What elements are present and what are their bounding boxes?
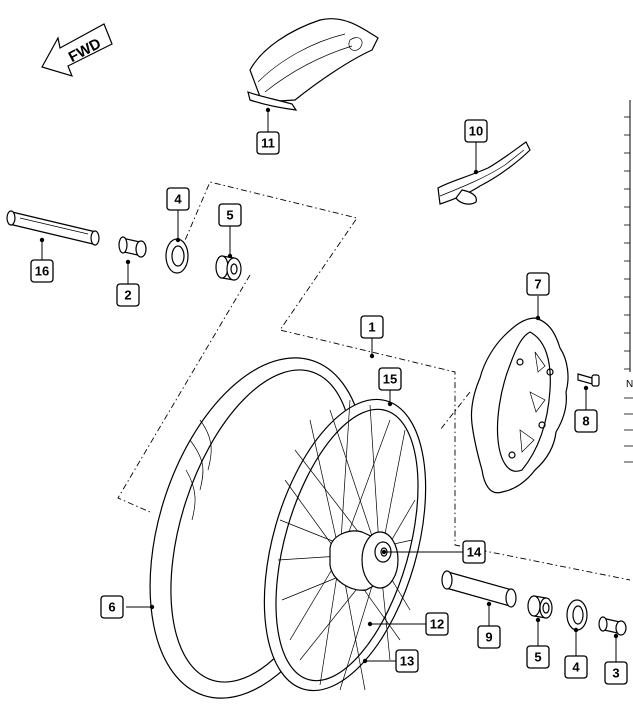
callout-label: 9 (485, 630, 492, 645)
callout-4-right: 4 (564, 655, 588, 679)
callout-1: 1 (360, 315, 384, 339)
callout-13: 13 (395, 649, 419, 673)
callout-16: 16 (30, 259, 54, 283)
callout-3: 3 (604, 661, 628, 685)
callout-4-left: 4 (166, 187, 190, 211)
callout-label: 14 (467, 545, 482, 560)
callout-14: 14 (462, 540, 486, 564)
callout-label: 15 (383, 372, 397, 387)
callout-6: 6 (100, 595, 124, 619)
callout-12: 12 (425, 612, 449, 636)
side-table: N (624, 100, 633, 463)
callout-5-left: 5 (218, 203, 242, 227)
callout-label: 3 (612, 666, 619, 681)
rim-strap-part (437, 141, 531, 205)
callout-label: 7 (534, 277, 541, 292)
callout-10: 10 (464, 119, 488, 143)
callout-label: 10 (469, 124, 483, 139)
spacer-left-part (118, 236, 147, 258)
assembly-dashed-lines (117, 181, 631, 581)
callout-label: 16 (35, 264, 49, 279)
callout-label: 4 (174, 192, 182, 207)
callout-8: 8 (574, 409, 598, 433)
disc-bolt-part (577, 373, 600, 387)
callout-15: 15 (378, 367, 402, 391)
callout-label: 12 (430, 617, 444, 632)
callout-5-right: 5 (526, 645, 550, 669)
callout-label: 6 (108, 600, 115, 615)
hub-part (329, 530, 399, 591)
collar-part (441, 570, 517, 608)
bearing-left-part (215, 255, 242, 281)
callout-7: 7 (526, 272, 550, 296)
oil-seal-left-part (165, 238, 189, 274)
callout-label: 5 (534, 650, 541, 665)
leader-lines (39, 107, 619, 664)
axle-part (6, 210, 100, 246)
callout-label: 1 (368, 320, 375, 335)
oil-seal-right-part (566, 599, 588, 631)
spacer-right-part (598, 616, 627, 636)
callout-9: 9 (477, 625, 501, 649)
brake-disc-part (470, 317, 569, 494)
callout-label: 5 (226, 208, 233, 223)
callout-11: 11 (256, 131, 280, 155)
callout-label: 11 (261, 136, 275, 151)
rim-band-part (247, 18, 379, 111)
bearing-right-part (527, 595, 553, 619)
callout-label: 2 (124, 288, 131, 303)
side-table-letter: N (626, 379, 633, 390)
callout-label: 13 (400, 654, 414, 669)
callout-label: 8 (582, 414, 589, 429)
forward-arrow-icon: FWD (41, 23, 113, 77)
callout-label: 4 (572, 660, 580, 675)
callout-2: 2 (116, 283, 140, 307)
